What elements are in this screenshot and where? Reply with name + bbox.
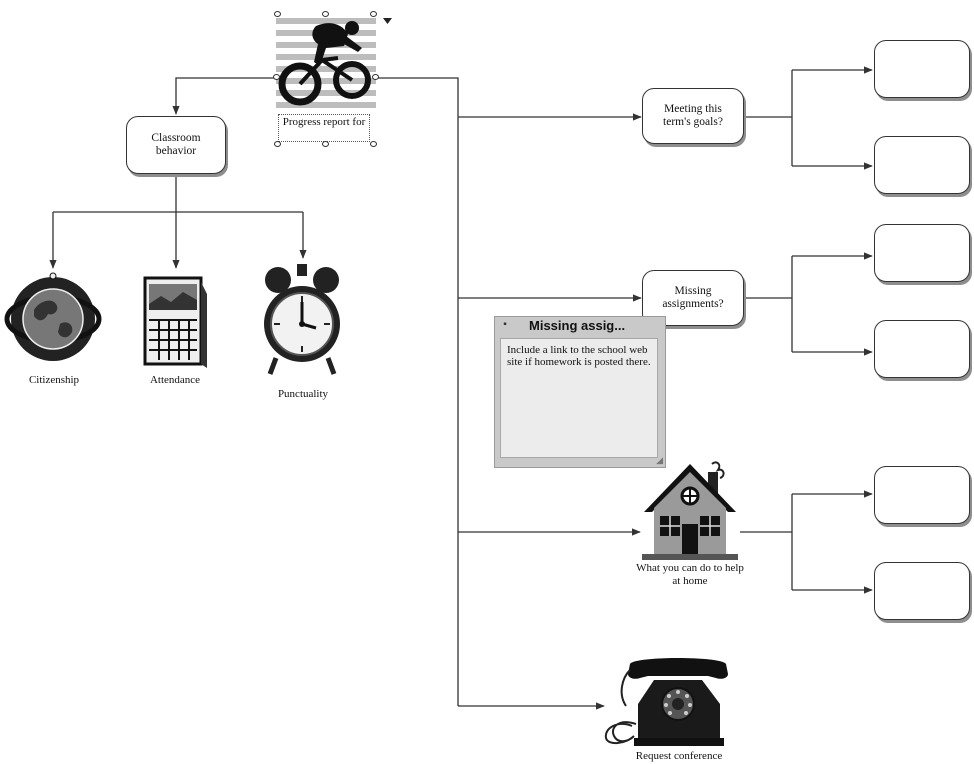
resize-handle-bottom-right[interactable] bbox=[370, 141, 377, 147]
resize-handle-top[interactable] bbox=[322, 11, 329, 17]
resize-handle-top-left[interactable] bbox=[274, 11, 281, 17]
subtopic-label-citizenship: Citizenship bbox=[28, 374, 80, 386]
subtopic-assignments-1[interactable] bbox=[874, 224, 970, 282]
resize-handle-left[interactable] bbox=[273, 74, 280, 80]
topic-menu-button[interactable] bbox=[381, 12, 394, 24]
note-title: Missing assig... bbox=[529, 318, 626, 333]
subtopic-label-attendance: Attendance bbox=[149, 374, 201, 386]
subtopic-home-2[interactable] bbox=[874, 562, 970, 620]
subtopic-home-1[interactable] bbox=[874, 466, 970, 524]
resize-handle-right[interactable] bbox=[372, 74, 379, 80]
topic-label: Missing assignments? bbox=[662, 284, 724, 310]
cyclist-icon bbox=[276, 14, 376, 112]
connector-central-trunk bbox=[376, 77, 459, 706]
globe-icon bbox=[4, 272, 102, 361]
central-topic[interactable] bbox=[276, 14, 376, 112]
topic-help-at-home[interactable] bbox=[642, 458, 738, 560]
resize-handle-bottom-left[interactable] bbox=[274, 141, 281, 147]
close-icon: ▪ bbox=[503, 319, 507, 330]
resize-handle-top-right[interactable] bbox=[370, 11, 377, 17]
topic-request-conference[interactable] bbox=[604, 654, 752, 748]
subtopic-citizenship[interactable] bbox=[4, 270, 102, 368]
subtopic-assignments-2[interactable] bbox=[874, 320, 970, 378]
alarm-clock-icon bbox=[264, 264, 340, 375]
subtopic-goals-1[interactable] bbox=[874, 40, 970, 98]
topic-label-help-at-home: What you can do to help at home bbox=[636, 562, 744, 587]
topic-classroom-behavior[interactable]: Classroom behavior bbox=[126, 116, 226, 174]
telephone-icon bbox=[604, 658, 728, 746]
subtopic-goals-2[interactable] bbox=[874, 136, 970, 194]
topic-label: Meeting this term's goals? bbox=[663, 102, 723, 128]
chevron-down-icon bbox=[383, 18, 392, 24]
note-window[interactable]: ▪ Missing assig... Include a link to the… bbox=[494, 316, 666, 468]
note-close-button[interactable]: ▪ bbox=[500, 320, 510, 330]
topic-label-request-conference: Request conference bbox=[635, 750, 723, 762]
house-icon bbox=[642, 461, 738, 560]
subtopic-label-punctuality: Punctuality bbox=[277, 388, 329, 400]
topic-meeting-goals[interactable]: Meeting this term's goals? bbox=[642, 88, 744, 144]
resize-handle-bottom[interactable] bbox=[322, 141, 329, 147]
subtopic-punctuality[interactable] bbox=[262, 262, 342, 378]
central-topic-label[interactable]: Progress report for bbox=[278, 114, 370, 142]
topic-label: Classroom behavior bbox=[151, 131, 201, 157]
calendar-icon bbox=[143, 276, 207, 368]
note-text-area[interactable]: Include a link to the school web site if… bbox=[500, 338, 658, 458]
resize-grip-icon[interactable]: ◢ bbox=[656, 456, 663, 466]
connector-central-classroom bbox=[172, 77, 276, 115]
subtopic-attendance[interactable] bbox=[141, 274, 209, 372]
